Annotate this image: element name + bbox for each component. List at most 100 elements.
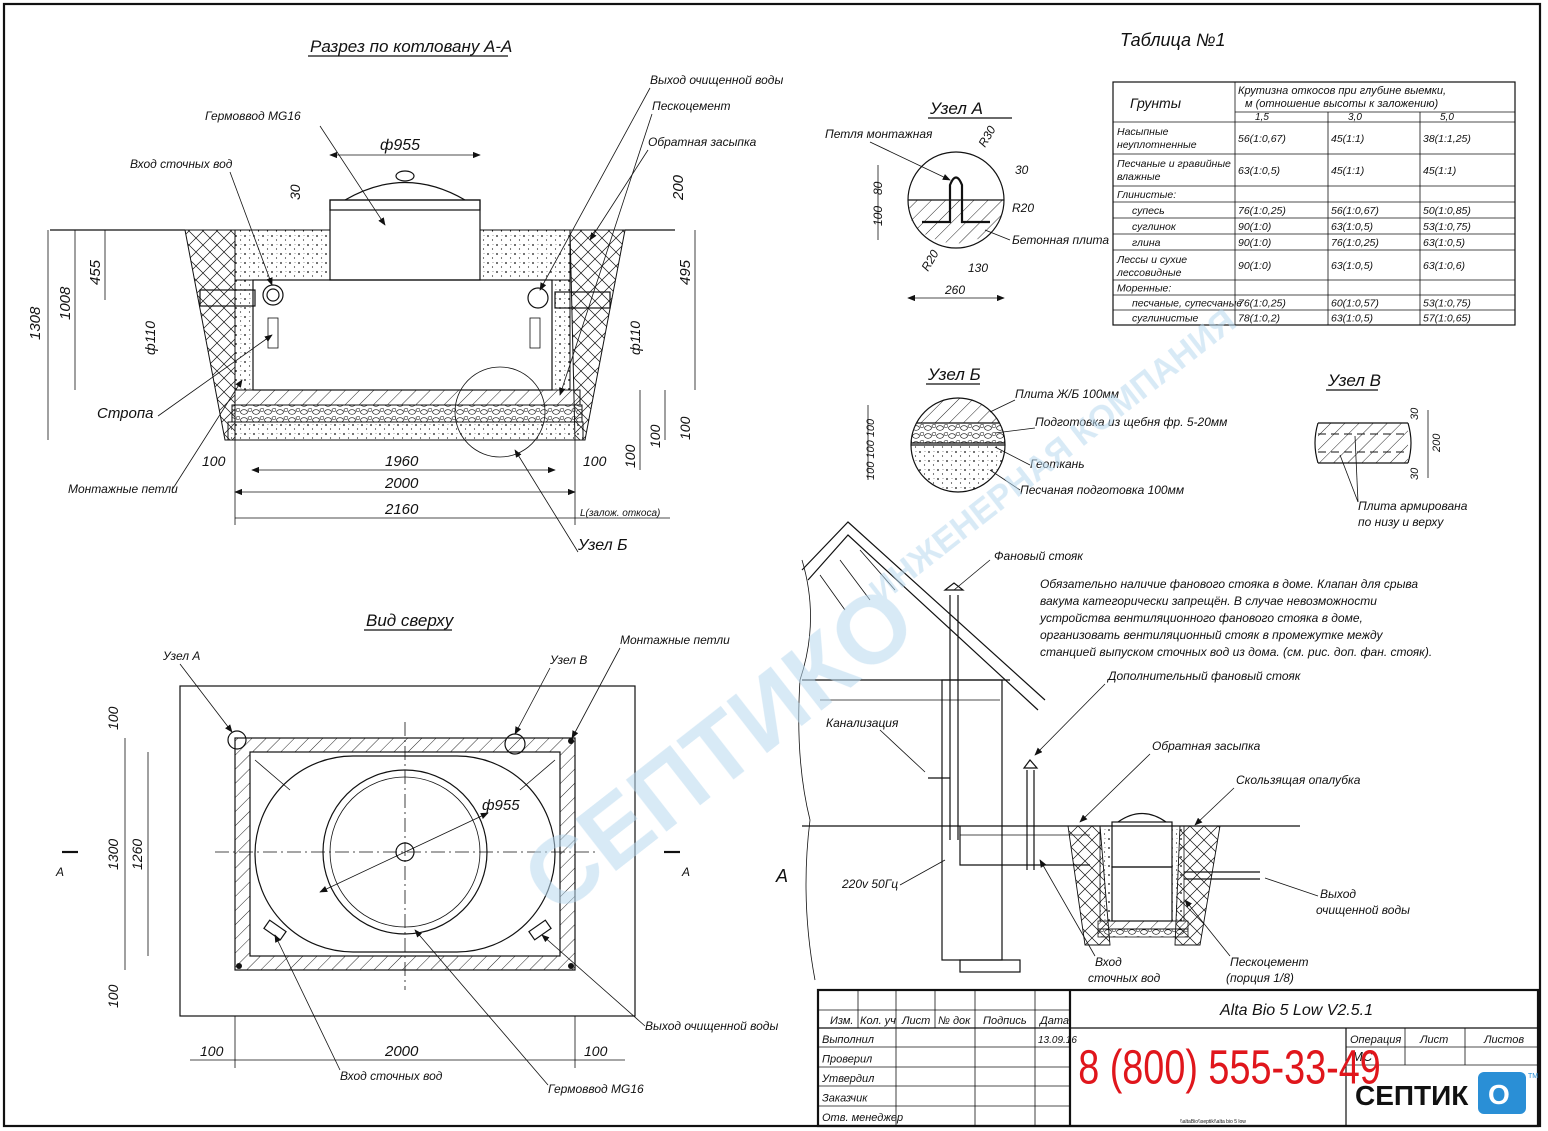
stamp-date: 13.09.16 xyxy=(1038,1035,1077,1046)
table-cell: 76(1:0,25) xyxy=(1238,205,1286,217)
house-note-line: устройства вентиляционного фанового стоя… xyxy=(1039,611,1363,625)
table-cell: 78(1:0,2) xyxy=(1238,313,1280,325)
stamp-op-col: Листов xyxy=(1483,1034,1524,1046)
dim-100-right: 100 xyxy=(583,453,607,469)
house-letter-a: А xyxy=(775,866,788,886)
dim-955: ф955 xyxy=(380,137,420,154)
node-a-30: 30 xyxy=(1015,163,1029,177)
node-v: Узел В 30 200 30 Плита армирована по низ… xyxy=(1314,371,1468,529)
table-row-label: Моренные: xyxy=(1117,283,1171,295)
house-formwork: Скользящая опалубка xyxy=(1236,773,1361,787)
section-title: Разрез по котловану А-А xyxy=(310,37,512,56)
top-1300: 1300 xyxy=(105,839,121,870)
house-power: 220v 50Гц xyxy=(841,877,898,891)
table-row-label-2: неуплотненные xyxy=(1117,139,1197,151)
table-cell: 90(1:0) xyxy=(1238,260,1271,272)
house-fan-riser: Фановый стояк xyxy=(994,549,1084,563)
table-cell: 45(1:1) xyxy=(1423,165,1456,177)
table-head-soil: Грунты xyxy=(1130,95,1182,111)
table-row-label: Лессы и сухие xyxy=(1116,254,1187,266)
stamp-phone: 8 (800) 555-33-49 xyxy=(1078,1041,1381,1094)
node-v-label-l2: по низу и верху xyxy=(1358,515,1444,529)
house-inlet-l1: Вход xyxy=(1095,955,1122,969)
stamp-col-header: Кол. уч xyxy=(860,1015,896,1027)
table-cell: 56(1:0,67) xyxy=(1331,205,1379,217)
top-hermovvod: Гермоввод MG16 xyxy=(548,1082,644,1096)
house-note-line: Обязательно наличие фанового стояка в до… xyxy=(1040,577,1418,591)
table-head-l2: м (отношение высоты к заложению) xyxy=(1245,98,1439,110)
stamp-role: Утвердил xyxy=(821,1073,874,1085)
house-sewer: Канализация xyxy=(826,716,899,730)
table-row-label-2: лессовидные xyxy=(1116,267,1182,279)
node-a-title: Узел А xyxy=(929,99,983,118)
stamp-op-col: Операция xyxy=(1350,1034,1401,1046)
label-outlet: Выход очищенной воды xyxy=(650,73,783,87)
table-row-label: глина xyxy=(1132,237,1161,249)
node-v-200: 200 xyxy=(1431,433,1443,453)
table-cell: 57(1:0,65) xyxy=(1423,313,1471,325)
node-a-130: 130 xyxy=(968,261,988,275)
section-view: Разрез по котловану А-А ф955 xyxy=(27,37,783,554)
label-backfill: Обратная засыпка xyxy=(648,135,757,149)
dim-110-right: ф110 xyxy=(627,321,643,355)
stamp-op-col: Лист xyxy=(1419,1034,1448,1046)
stamp-col-header: Лист xyxy=(901,1015,930,1027)
label-node-b: Узел Б xyxy=(577,537,628,554)
table-cell: 38(1:1,25) xyxy=(1423,133,1471,145)
label-sandcement: Пескоцемент xyxy=(652,99,730,113)
stamp-col-header: № док xyxy=(938,1015,971,1027)
node-a-260: 260 xyxy=(944,283,965,297)
stamp-role: Выполнил xyxy=(822,1034,874,1046)
house-note-line: станцией выпуском сточных вод из дома. (… xyxy=(1040,645,1432,659)
house-sand-l1: Пескоцемент xyxy=(1230,955,1308,969)
table-cell: 63(1:0,5) xyxy=(1331,313,1373,325)
table-row-label: суглинок xyxy=(1132,221,1177,233)
house-scheme: Фановый стояк Обязательно наличие фаново… xyxy=(775,521,1432,985)
stamp-path: \\altaBio\\septik\\alta bio 5 low xyxy=(1180,1119,1246,1125)
table-cell: 45(1:1) xyxy=(1331,133,1364,145)
table-cell: 45(1:1) xyxy=(1331,165,1364,177)
dim-1308: 1308 xyxy=(27,306,44,340)
table-depth: 1,5 xyxy=(1255,112,1269,123)
table-cell: 56(1:0,67) xyxy=(1238,133,1286,145)
label-sling: Стропа xyxy=(97,405,153,422)
top-node-v: Узел В xyxy=(549,653,587,667)
node-b-l4: Песчаная подготовка 100мм xyxy=(1020,483,1184,497)
top-view: Вид сверху ф955 Узел А Узел В Монтажные … xyxy=(55,611,778,1096)
table-cell: 60(1:0,57) xyxy=(1331,298,1379,310)
table-cell: 53(1:0,75) xyxy=(1423,221,1471,233)
node-a-loop: Петля монтажная xyxy=(825,127,933,141)
dim-2000: 2000 xyxy=(384,475,419,492)
top-cut-left: А xyxy=(55,865,64,879)
table-cell: 76(1:0,25) xyxy=(1238,298,1286,310)
table-cell: 63(1:0,5) xyxy=(1238,165,1280,177)
dim-495: 495 xyxy=(677,259,694,285)
house-note-line: вакума категорически запрещён. В случае … xyxy=(1040,594,1377,608)
table-cell: 53(1:0,75) xyxy=(1423,298,1471,310)
node-b-l2: Подготовка из щебня фр. 5-20мм xyxy=(1035,415,1227,429)
node-v-title: Узел В xyxy=(1327,371,1381,390)
house-outlet-l1: Выход xyxy=(1320,887,1356,901)
table-row-label: Песчаные и гравийные xyxy=(1117,158,1231,170)
dim-100-a: 100 xyxy=(647,424,663,448)
stamp-col-header: Дата xyxy=(1038,1015,1069,1027)
label-hermovvod: Гермоввод MG16 xyxy=(205,109,301,123)
table-cell: 90(1:0) xyxy=(1238,237,1271,249)
stamp-op-value: МС xyxy=(1352,1049,1373,1064)
node-a-r20b: R20 xyxy=(918,247,941,273)
node-a-r20a: R20 xyxy=(1012,201,1034,215)
table-row-label: суглинистые xyxy=(1132,313,1199,325)
table-cell: 50(1:0,85) xyxy=(1423,205,1471,217)
dim-1008: 1008 xyxy=(57,286,74,320)
table-depth: 3,0 xyxy=(1348,112,1362,123)
node-b: Узел Б Плита Ж/Б 100мм Подготовка из щеб… xyxy=(865,365,1227,497)
table-cell: 63(1:0,5) xyxy=(1423,237,1465,249)
table-cell: 63(1:0,5) xyxy=(1331,221,1373,233)
table-cell: 63(1:0,5) xyxy=(1331,260,1373,272)
logo-o-box xyxy=(1478,1072,1526,1114)
top-100-l: 100 xyxy=(200,1043,224,1059)
top-100-t: 100 xyxy=(105,706,121,730)
house-extra-riser: Дополнительный фановый стояк xyxy=(1106,669,1302,683)
house-note-line: организовать вентиляционный стояк в пром… xyxy=(1040,628,1383,642)
